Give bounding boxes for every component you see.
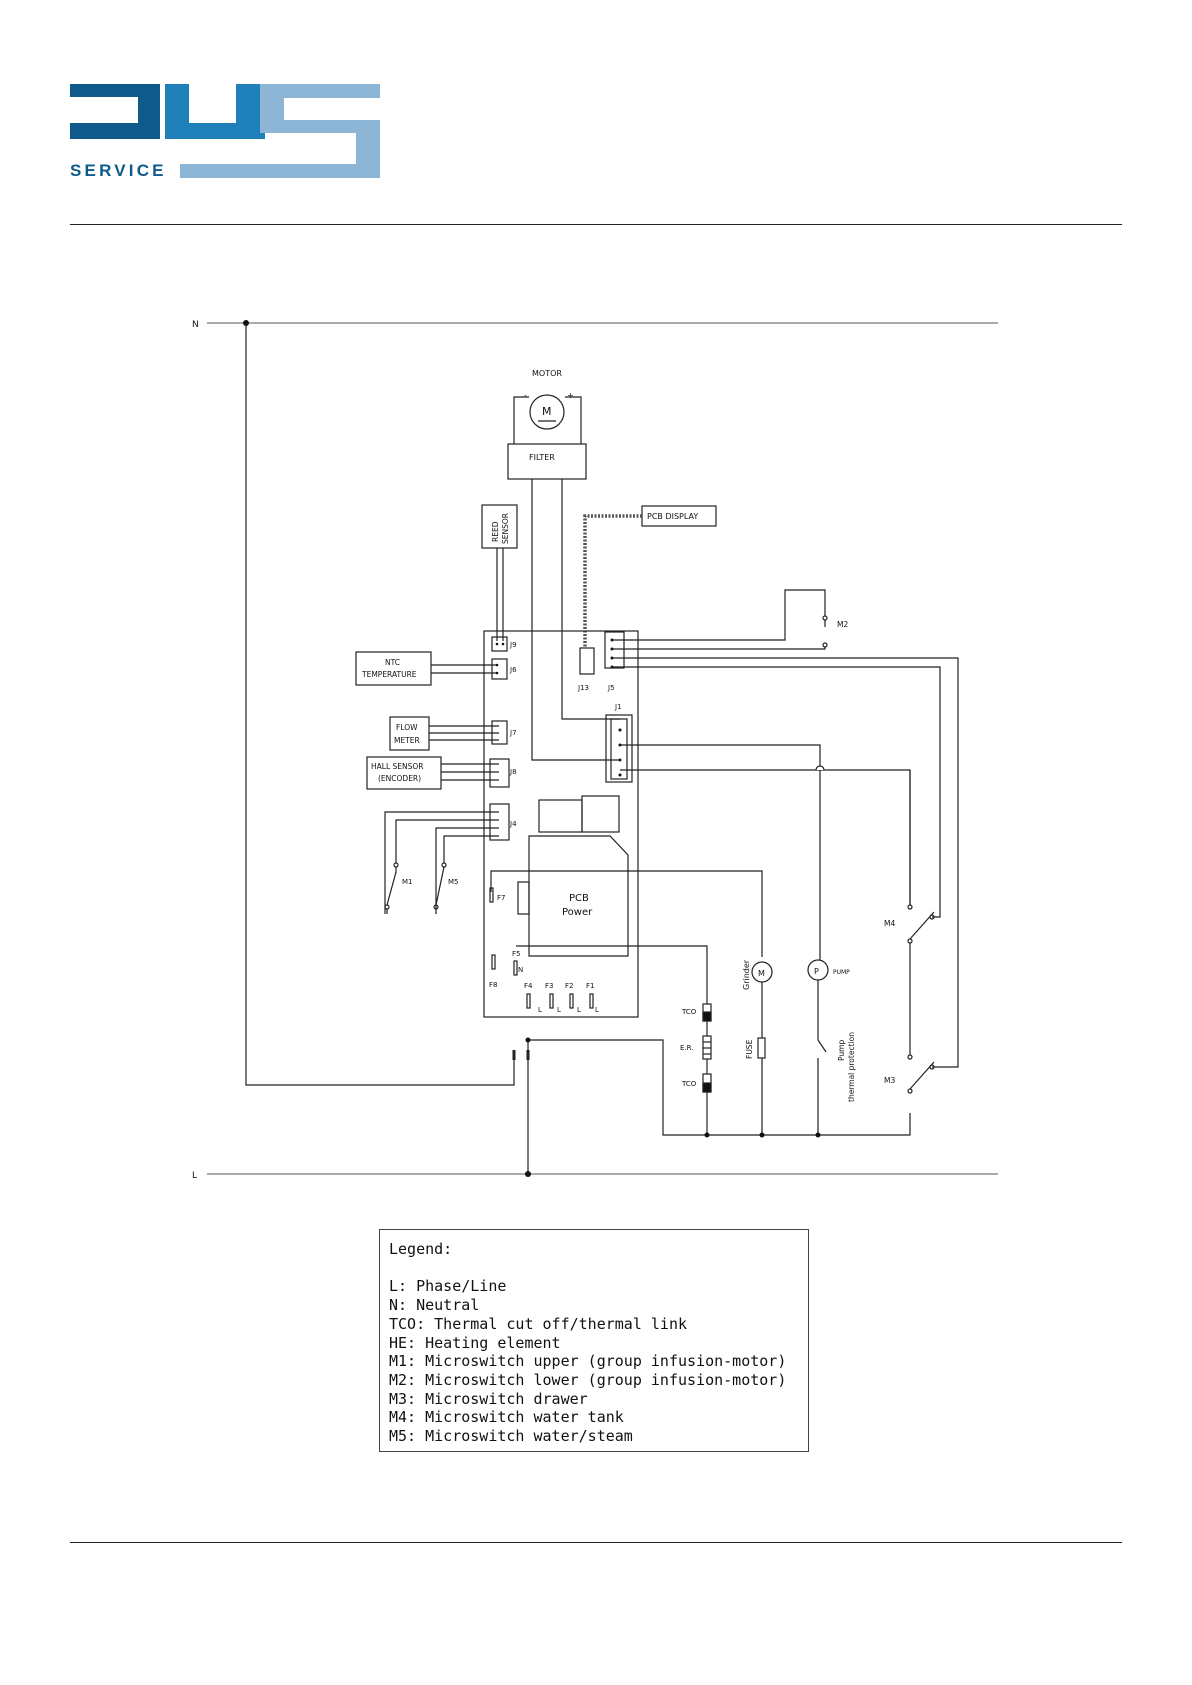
filter-label: FILTER	[529, 453, 555, 462]
legend-item: N: Neutral	[389, 1296, 480, 1315]
bottom-rule	[70, 1542, 1122, 1543]
f2-label: F2	[565, 982, 573, 990]
j13-label: J13	[577, 684, 589, 692]
control-board	[483, 630, 639, 1018]
l-terminal-3: L	[577, 1006, 581, 1014]
legend-item: M4: Microswitch water tank	[389, 1408, 624, 1427]
m1-label: M1	[402, 878, 413, 886]
phase-label: L	[192, 1171, 197, 1181]
l-terminal-4: L	[595, 1006, 599, 1014]
logo-s	[180, 84, 380, 178]
ntc-line2: TEMPERATURE	[361, 670, 417, 679]
motor-minus: -	[524, 391, 527, 400]
j4-label: J4	[509, 820, 517, 828]
f8-label: F8	[489, 981, 497, 989]
legend-item: M5: Microswitch water/steam	[389, 1427, 633, 1446]
logo-d	[70, 84, 160, 139]
pump-thermal-line1: Pump	[837, 1040, 846, 1061]
hall-sensor-box	[366, 756, 442, 790]
j9-label: J9	[509, 641, 517, 649]
f1-label: F1	[586, 982, 594, 990]
legend-item: TCO: Thermal cut off/thermal link	[389, 1314, 688, 1333]
j1-label: J1	[614, 703, 622, 711]
er-label: E.R.	[680, 1044, 694, 1052]
j8-label: J8	[509, 768, 517, 776]
f7-label: F7	[497, 894, 505, 902]
motor-title: MOTOR	[532, 369, 562, 378]
j7-label: J7	[509, 729, 517, 737]
legend-title: Legend:	[389, 1240, 453, 1258]
m3-label: M3	[884, 1076, 895, 1085]
f5-label: F5	[512, 950, 520, 958]
wiring-diagram: N L MOTOR M - + FILTER REED SENSOR	[192, 320, 998, 1181]
fuse-label: FUSE	[745, 1039, 754, 1059]
j6-label: J6	[509, 666, 517, 674]
reed-sensor-box	[481, 504, 518, 549]
reed-sensor-line1: REED	[491, 521, 500, 542]
ntc-box	[355, 651, 432, 686]
m4-label: M4	[884, 919, 895, 928]
pcb-display-label: PCB DISPLAY	[647, 512, 698, 521]
pump-thermal-line2: thermal protection	[847, 1032, 856, 1102]
legend-item: L: Phase/Line	[389, 1277, 507, 1296]
flow-meter-line1: FLOW	[396, 723, 418, 732]
flow-meter-box	[389, 716, 430, 751]
legend-box: Legend: L: Phase/Line N: Neutral TCO: Th…	[379, 1229, 809, 1452]
dls-logo: SERVICE	[70, 84, 380, 178]
neutral-label: N	[192, 320, 199, 330]
grinder-symbol: M	[758, 969, 765, 978]
m5-label: M5	[448, 878, 459, 886]
logo-l	[165, 84, 265, 139]
l-terminal-2: L	[557, 1006, 561, 1014]
legend-item: M1: Microswitch upper (group infusion-mo…	[389, 1352, 787, 1371]
f4-label: F4	[524, 982, 533, 990]
f3-label: F3	[545, 982, 553, 990]
n-terminal: N	[518, 966, 523, 974]
legend-item: M2: Microswitch lower (group infusion-mo…	[389, 1370, 787, 1389]
l-terminal-1: L	[538, 1006, 542, 1014]
ntc-line1: NTC	[385, 658, 400, 667]
top-rule	[70, 224, 1122, 225]
j5-label: J5	[607, 684, 615, 692]
tco-top-label: TCO	[681, 1008, 697, 1016]
pcb-power-line2: Power	[562, 907, 593, 918]
hall-sensor-line2: (ENCODER)	[378, 774, 421, 783]
m2-label: M2	[837, 620, 848, 629]
pump-label: PUMP	[833, 969, 850, 976]
grinder-label: Grinder	[742, 959, 751, 990]
hall-sensor-line1: HALL SENSOR	[371, 762, 424, 771]
pump-symbol: P	[814, 967, 819, 976]
motor-plus: +	[567, 391, 574, 400]
legend-item: M3: Microswitch drawer	[389, 1389, 588, 1408]
pcb-power-line1: PCB	[569, 893, 589, 904]
motor-symbol: M	[542, 405, 552, 418]
pcb-power-shape	[528, 835, 629, 957]
flow-meter-line2: METER	[394, 736, 420, 745]
legend-item: HE: Heating element	[389, 1333, 561, 1352]
reed-sensor-line2: SENSOR	[501, 513, 510, 544]
tco-bottom-label: TCO	[681, 1080, 697, 1088]
filter-box	[507, 443, 587, 480]
logo-service-text: SERVICE	[70, 161, 167, 178]
motor: MOTOR M - +	[513, 369, 582, 444]
